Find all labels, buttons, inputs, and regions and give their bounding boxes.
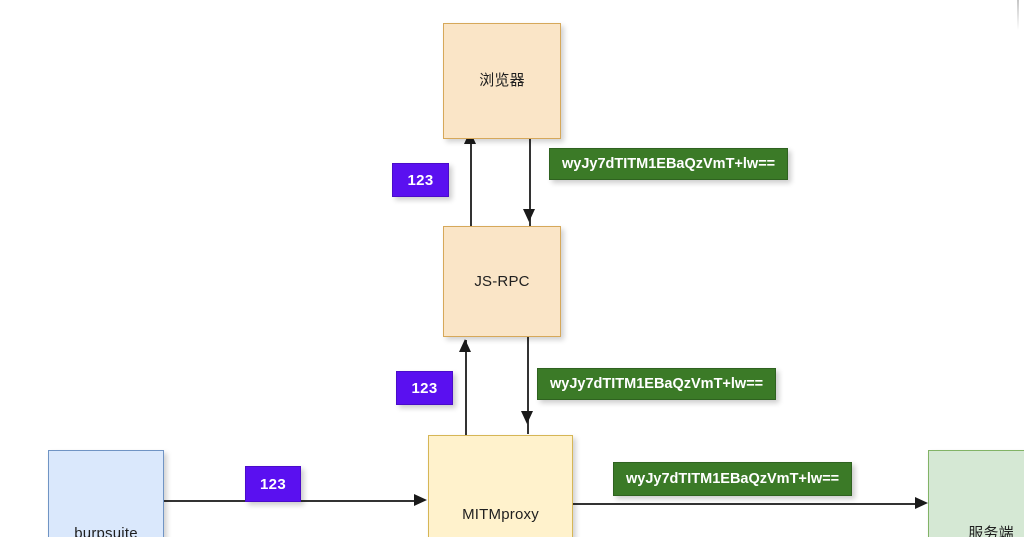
edge-browser-to-jsrpc-line bbox=[529, 135, 531, 230]
edge-label-plaintext-browser-jsrpc: 123 bbox=[392, 163, 449, 197]
node-browser-label: 浏览器 bbox=[479, 72, 525, 89]
node-mitmproxy-label: MITMproxy bbox=[462, 506, 539, 523]
edge-label-ciphertext-jsrpc-mitmproxy: wyJy7dTITM1EBaQzVmT+lw== bbox=[537, 368, 777, 400]
node-server-label: 服务端 bbox=[968, 525, 1014, 537]
node-server[interactable]: 服务端 bbox=[928, 450, 1024, 537]
node-burpsuite[interactable]: burpsuite bbox=[48, 450, 164, 537]
arrowhead-up-into-jsrpc bbox=[459, 339, 471, 352]
edge-label-ciphertext-browser-jsrpc: wyJy7dTITM1EBaQzVmT+lw== bbox=[549, 148, 789, 180]
arrowhead-right-into-server bbox=[915, 497, 928, 509]
edge-jsrpc-to-browser-line bbox=[470, 132, 472, 230]
edge-label-plaintext-jsrpc-mitmproxy: 123 bbox=[396, 371, 453, 405]
arrowhead-right-into-mitmproxy bbox=[414, 494, 427, 506]
node-js-rpc[interactable]: JS-RPC bbox=[443, 226, 561, 337]
edge-mitmproxy-to-jsrpc-line bbox=[465, 340, 467, 440]
node-js-rpc-label: JS-RPC bbox=[474, 272, 530, 290]
edge-mitmproxy-to-server-line bbox=[573, 503, 921, 505]
arrowhead-down-into-jsrpc bbox=[523, 209, 535, 222]
arrowhead-down-into-mitmproxy bbox=[521, 411, 533, 424]
edge-jsrpc-to-mitmproxy-line bbox=[527, 334, 529, 434]
node-burpsuite-label: burpsuite bbox=[74, 525, 138, 537]
canvas-edge-artifact bbox=[1017, 0, 1019, 30]
node-mitmproxy[interactable]: MITMproxy bbox=[428, 435, 573, 537]
edge-label-ciphertext-mitmproxy-server: wyJy7dTITM1EBaQzVmT+lw== bbox=[613, 462, 853, 496]
node-browser[interactable]: 浏览器 bbox=[443, 23, 561, 139]
edge-label-plaintext-burpsuite-mitmproxy: 123 bbox=[245, 466, 301, 502]
